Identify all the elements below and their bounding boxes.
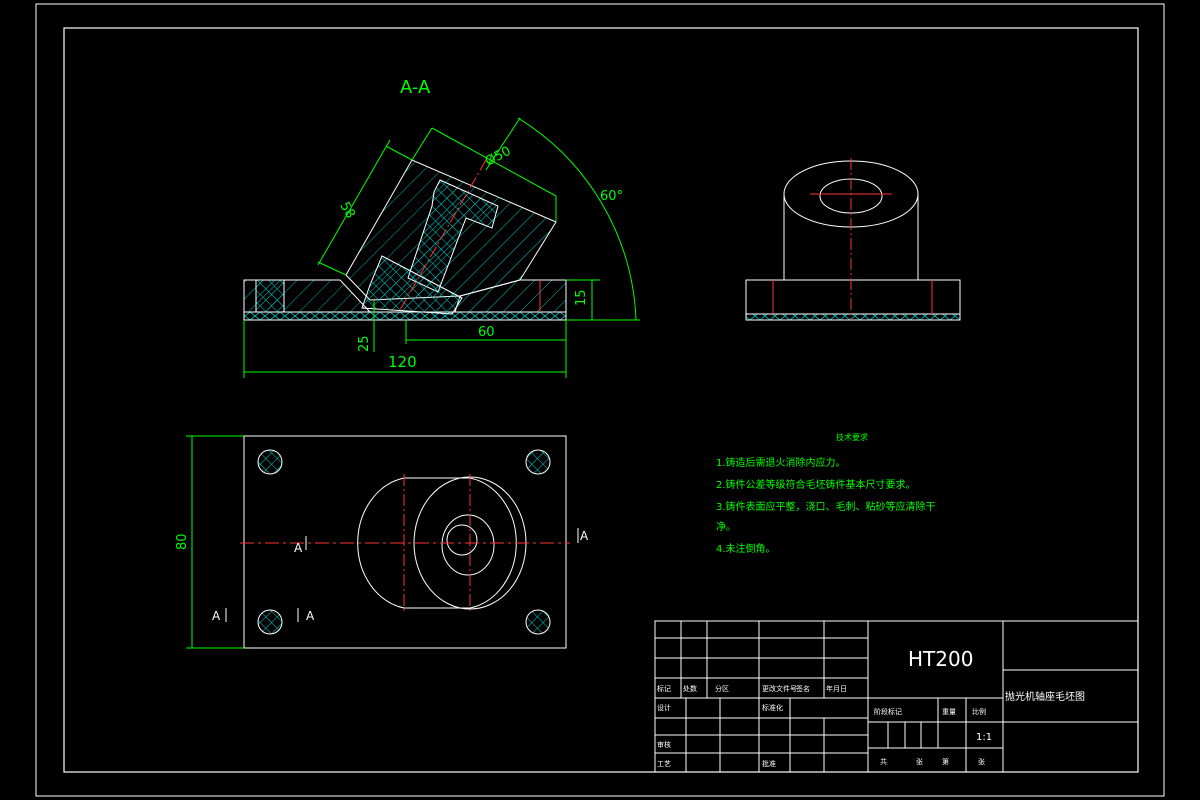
- drawing-name: 抛光机轴座毛坯图: [1005, 690, 1085, 703]
- svg-text:阶段标记: 阶段标记: [874, 707, 902, 716]
- dim-half-width: 60: [478, 325, 495, 340]
- svg-text:张: 张: [916, 757, 923, 766]
- boss-bore-inner: [446, 524, 478, 556]
- section-view: A-A: [243, 77, 640, 378]
- insert-crosshatch: [361, 255, 463, 315]
- notes-title: 技术要求: [836, 432, 868, 442]
- scale-value: 1:1: [976, 732, 992, 743]
- note-4: 4.未注倒角。: [716, 542, 776, 555]
- svg-text:工艺: 工艺: [657, 760, 671, 768]
- bolt-holes: [257, 449, 551, 635]
- boss-axis: [399, 159, 487, 311]
- dim-angle: 60°: [600, 189, 623, 204]
- svg-text:签名: 签名: [796, 684, 810, 693]
- marker-a-left: A: [294, 541, 303, 555]
- top-view: A A A A 80: [175, 435, 589, 649]
- boss-bore-outer: [441, 514, 495, 576]
- title-block-text: HT200 抛光机轴座毛坯图 1:1 标记 处数 分区 更改文件号 签名 年月日…: [657, 647, 1085, 768]
- note-1: 1.铸造后需退火消除内应力。: [716, 456, 846, 469]
- svg-text:设计: 设计: [657, 703, 671, 712]
- marker-a-bottom-right: A: [306, 609, 315, 623]
- boss-outline: [357, 477, 517, 609]
- svg-text:共: 共: [880, 757, 887, 766]
- svg-text:重量: 重量: [942, 708, 956, 716]
- dim-offset: 25: [357, 335, 372, 352]
- inner-frame: [63, 27, 1139, 773]
- top-plate: [243, 435, 567, 649]
- svg-text:年月日: 年月日: [826, 684, 847, 693]
- svg-text:批准: 批准: [762, 759, 776, 768]
- svg-text:处数: 处数: [683, 684, 697, 693]
- svg-text:标准化: 标准化: [762, 703, 783, 712]
- marker-a-right: A: [580, 529, 589, 543]
- technical-notes: 技术要求 1.铸造后需退火消除内应力。 2.铸件公差等级符合毛坯铸件基本尺寸要求…: [716, 432, 936, 555]
- side-view: [745, 158, 961, 321]
- note-3: 3.铸件表面应平整，浇口、毛刺、粘砂等应清除干: [716, 500, 936, 513]
- title-block: [654, 620, 1139, 773]
- svg-text:张: 张: [978, 757, 985, 766]
- section-title: A-A: [400, 77, 431, 98]
- outer-frame: [35, 3, 1165, 797]
- svg-text:标记: 标记: [657, 684, 671, 693]
- svg-text:审核: 审核: [657, 740, 671, 749]
- side-cylinder: [783, 194, 919, 280]
- dim-depth: 80: [175, 533, 190, 550]
- dim-length-left: 58: [337, 200, 358, 222]
- svg-text:分区: 分区: [715, 684, 729, 693]
- note-2: 2.铸件公差等级符合毛坯铸件基本尺寸要求。: [716, 478, 916, 491]
- dim-width: 120: [388, 353, 417, 371]
- dim-height: 15: [574, 289, 589, 306]
- side-base: [745, 279, 961, 315]
- base-bottom-strip: [243, 311, 567, 321]
- bolt-hole-section: [255, 279, 285, 313]
- dim-diameter: Ø50: [483, 144, 514, 170]
- svg-text:第: 第: [942, 757, 949, 766]
- material: HT200: [908, 647, 973, 671]
- note-3b: 净。: [716, 520, 736, 533]
- svg-text:比例: 比例: [972, 707, 986, 716]
- marker-a-bottom-left: A: [212, 609, 221, 623]
- svg-text:更改文件号: 更改文件号: [762, 684, 797, 693]
- side-base-strip: [745, 313, 961, 321]
